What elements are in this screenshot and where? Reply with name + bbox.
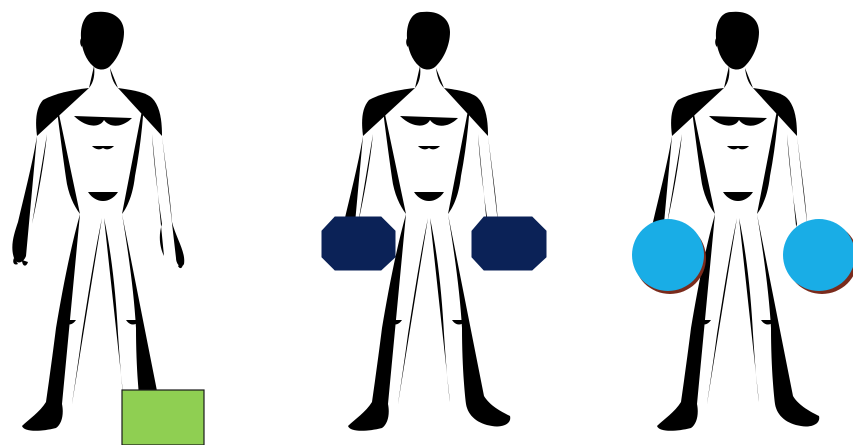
human-body-outline-1 [12,12,184,433]
green-block [122,390,204,445]
figure-3 [632,12,853,433]
octagon-weight-left [322,217,395,270]
octagon-weight-right [472,217,546,270]
circle-weight-right [783,219,853,291]
circle-weight-left [632,219,704,291]
figure-1 [12,12,204,445]
figure-2 [322,12,546,433]
